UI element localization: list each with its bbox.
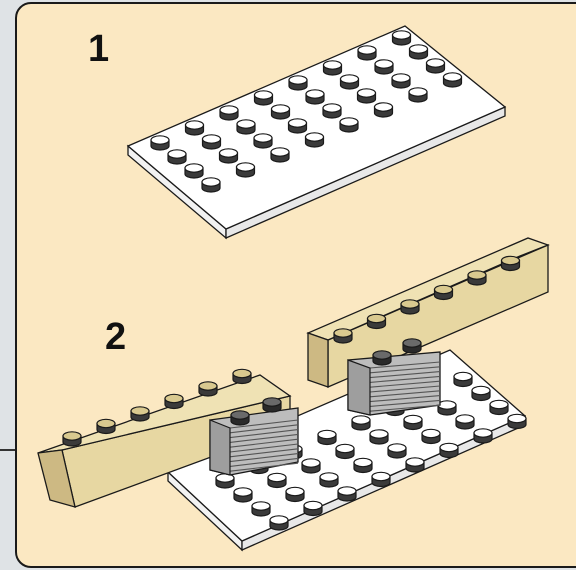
step2-assembly [38,238,548,550]
grey-front-stud [263,398,281,412]
plate1-stud [323,104,341,118]
plate1-stud [289,119,307,133]
plate1-stud [237,120,255,134]
plate1-stud [392,74,410,88]
grey-front-stud [231,411,249,425]
plate1-stud [306,133,324,147]
plate1-stud [220,106,238,120]
plate2-stud [216,474,234,488]
plate2-stud [472,386,490,400]
tan-front-stud [63,432,81,446]
plate2-stud [338,487,356,501]
plate2-stud [404,415,422,429]
plate2-stud [372,472,390,486]
plate1-stud [186,121,204,135]
plate1-stud [271,148,289,162]
plate1-stud [255,91,273,105]
plate2-stud [352,416,370,430]
plate1-stud [202,178,220,192]
tan-front-stud [97,419,115,433]
plate1-stud [237,163,255,177]
tan-back-stud [334,329,352,343]
grey-back-stud [403,339,421,353]
plate1-stud [427,59,445,73]
plate2-stud [388,444,406,458]
plate2-stud [406,458,424,472]
plate1-stud [444,73,462,87]
plate1-stud [393,31,411,45]
plate2-stud [336,444,354,458]
plate1-stud [289,76,307,90]
grey-back-stud [373,351,391,365]
tan-back-stud [435,285,453,299]
plate2-stud [422,429,440,443]
plate2-stud [302,459,320,473]
plate2-stud [304,501,322,515]
plate1-stud [168,150,186,164]
plate2-stud [270,516,288,530]
plate2-stud [438,401,456,415]
plate2-stud [320,473,338,487]
tan-back-stud [401,300,419,314]
tan-front-stud [199,382,217,396]
tan-brick-back-end [308,333,328,387]
plate1-stud [358,89,376,103]
plate2-stud [252,502,270,516]
plate1-stud [324,61,342,75]
plate1-stud [203,135,221,149]
tan-back-stud [468,271,486,285]
tan-back-stud [368,314,386,328]
plate1-stud [375,103,393,117]
tan-back-stud [502,256,520,270]
plate2-stud [456,415,474,429]
plate2-stud [440,443,458,457]
plate2-stud [508,414,526,428]
plate2-stud [318,430,336,444]
plate1-stud [358,46,376,60]
plate2-stud [474,429,492,443]
tan-front-stud [233,369,251,383]
plate1-stud [272,105,290,119]
plate2-stud [354,458,372,472]
grey-slope-back [348,352,440,415]
plate2-stud [234,488,252,502]
grey-slope-front [210,408,298,475]
plate1-stud [151,136,169,150]
plate2-stud [490,400,508,414]
plate2-stud [286,487,304,501]
tan-front-stud [165,394,183,408]
plate1-stud [409,88,427,102]
plate1-stud [185,164,203,178]
plate1-stud [410,45,428,59]
plate1-stud [375,60,393,74]
tan-front-stud [131,407,149,421]
step1-white-plate [128,26,505,238]
plate1-stud [254,134,272,148]
plate2-stud [370,430,388,444]
plate1-stud [306,90,324,104]
plate2-stud [268,473,286,487]
plate1-stud [340,118,358,132]
plate2-stud [454,372,472,386]
plate1-stud [220,149,238,163]
plate1-stud [341,75,359,89]
